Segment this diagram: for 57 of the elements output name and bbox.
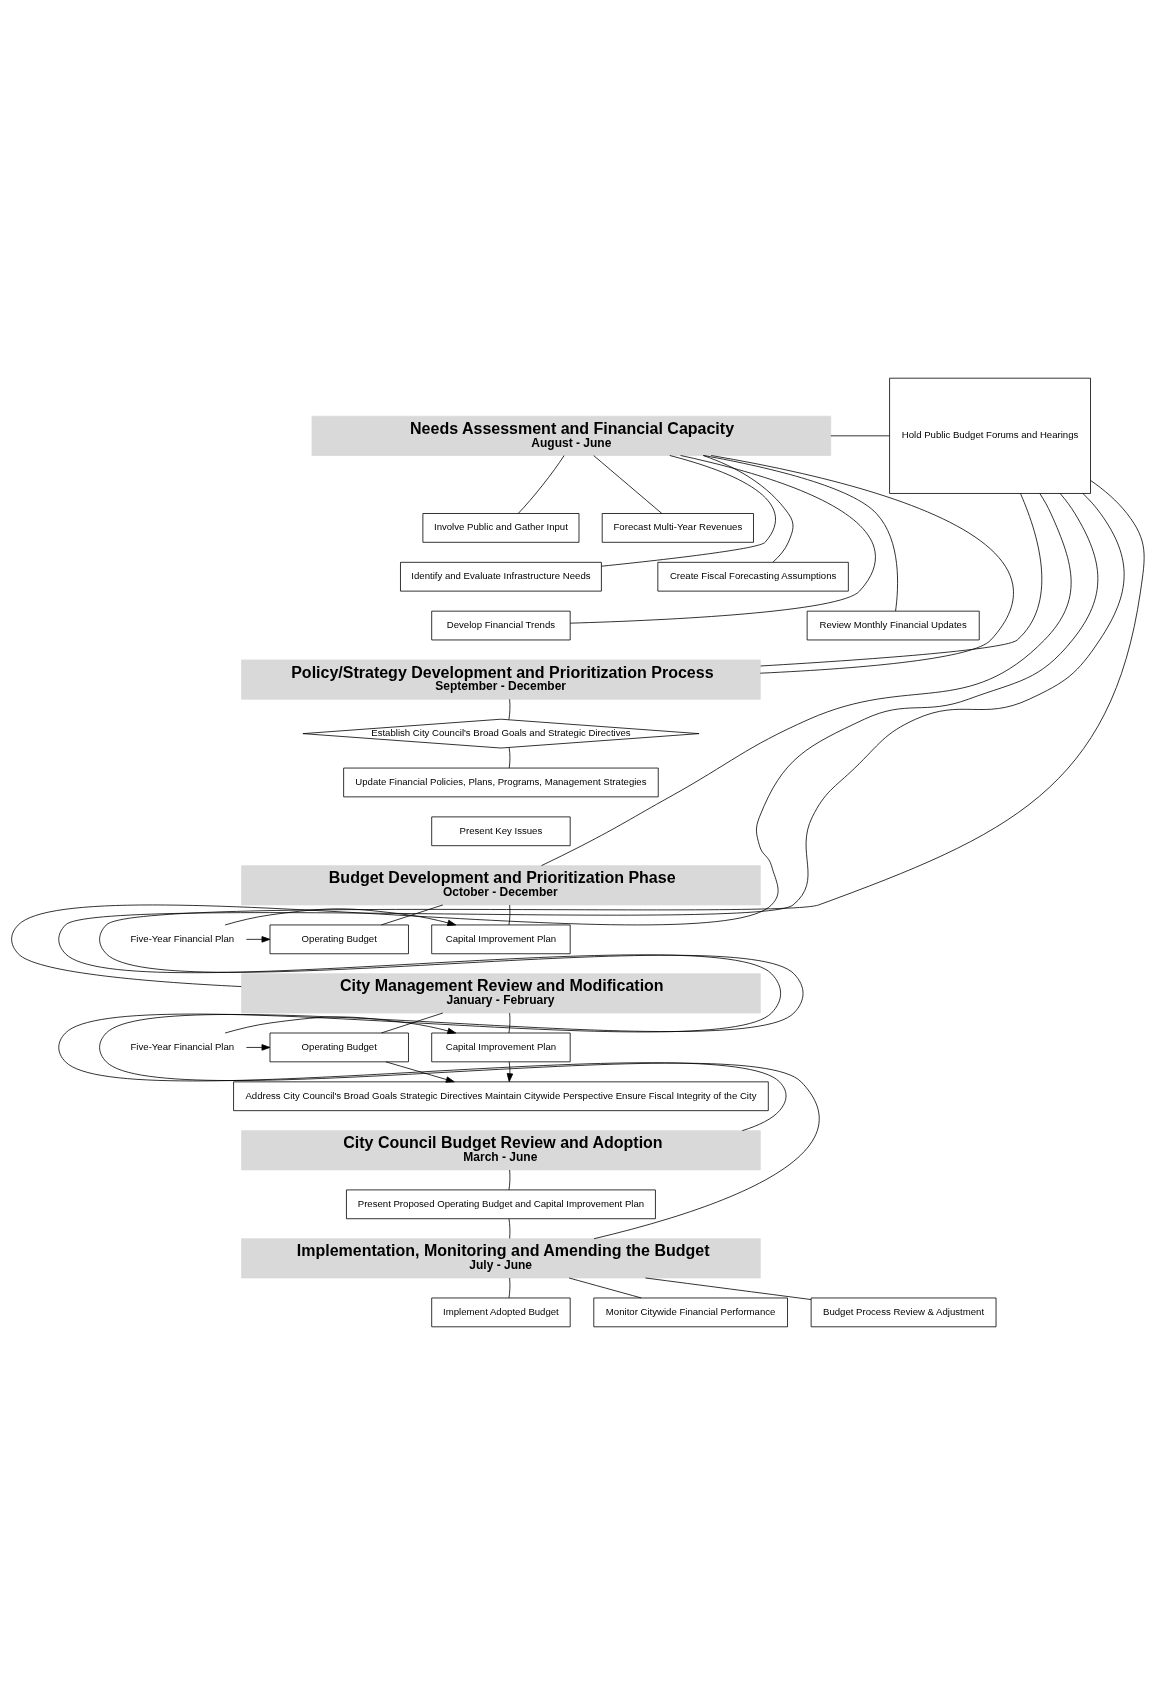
- connector: [569, 455, 876, 624]
- connector: [593, 455, 663, 514]
- connector: [702, 455, 794, 563]
- connector: [381, 1012, 444, 1034]
- connector: [541, 493, 1072, 867]
- node-box: Forecast Multi-Year Revenues: [601, 513, 754, 543]
- node-box: Needs Assessment and Financial Capacity August - June: [311, 415, 832, 456]
- connector: [508, 1012, 511, 1034]
- node-box: City Council Budget Review and Adoption March - June: [241, 1130, 761, 1171]
- connector: [760, 493, 1043, 667]
- arrow: [224, 908, 457, 926]
- connector: [830, 435, 890, 437]
- node-box: Create Fiscal Forecasting Assumptions: [657, 561, 849, 592]
- node-text: Five-Year Financial Plan: [130, 1040, 235, 1052]
- node-box: Review Monthly Financial Updates: [806, 610, 980, 641]
- arrow: [224, 1016, 457, 1035]
- node-box: Policy/Strategy Development and Prioritization Process September - December: [241, 659, 761, 700]
- node-box: City Management Review and Modification January - February: [241, 973, 761, 1014]
- node-box: Implement Adopted Budget: [431, 1297, 571, 1328]
- connector: [381, 904, 444, 926]
- node-box: Operating Budget: [269, 924, 409, 955]
- node-box: Hold Public Budget Forums and Hearings: [889, 377, 1091, 494]
- connector: [508, 698, 511, 720]
- node-text: Five-Year Financial Plan: [130, 932, 235, 944]
- node-box: Identify and Evaluate Infrastructure Needs: [400, 561, 602, 592]
- connector: [710, 455, 1014, 674]
- node-diamond: Establish City Council's Broad Goals and Strategic Directives: [302, 718, 700, 749]
- node-box: Present Proposed Operating Budget and Capital Improvement Plan: [346, 1189, 656, 1220]
- connector: [508, 747, 511, 769]
- node-box: Budget Development and Prioritization Phase October - December: [241, 865, 761, 906]
- connector: [645, 1277, 812, 1300]
- node-box: Involve Public and Gather Input: [422, 513, 580, 543]
- node-box: Capital Improvement Plan: [431, 1032, 571, 1063]
- node-box: Operating Budget: [269, 1032, 409, 1063]
- node-box: Monitor Citywide Financial Performance: [593, 1297, 788, 1328]
- connector: [508, 1277, 511, 1299]
- arrow: [246, 936, 271, 943]
- node-box: Implementation, Monitoring and Amending the Budget July - June: [241, 1238, 761, 1279]
- connector: [508, 904, 511, 926]
- arrow: [506, 1061, 514, 1083]
- node-box: Develop Financial Trends: [431, 610, 571, 641]
- connector: [58, 493, 1125, 1132]
- node-box: Present Key Issues: [431, 816, 571, 847]
- connector: [601, 455, 776, 567]
- arrow: [246, 1044, 271, 1051]
- connector: [568, 1277, 642, 1299]
- connector: [508, 1169, 511, 1191]
- connector: [11, 493, 1099, 987]
- connector: [99, 480, 1145, 1240]
- arrow: [385, 1061, 455, 1083]
- node-box: Capital Improvement Plan: [431, 924, 571, 955]
- node-box: Update Financial Policies, Plans, Programs, Management Strategies: [343, 767, 659, 798]
- connector: [517, 455, 565, 514]
- node-box: Budget Process Review & Adjustment: [810, 1297, 997, 1328]
- connector: [703, 455, 898, 612]
- connector: [508, 1218, 511, 1239]
- node-box: Address City Council's Broad Goals Strategic Directives Maintain Citywide Perspective Ensure Fiscal Integrity of the City: [233, 1081, 769, 1112]
